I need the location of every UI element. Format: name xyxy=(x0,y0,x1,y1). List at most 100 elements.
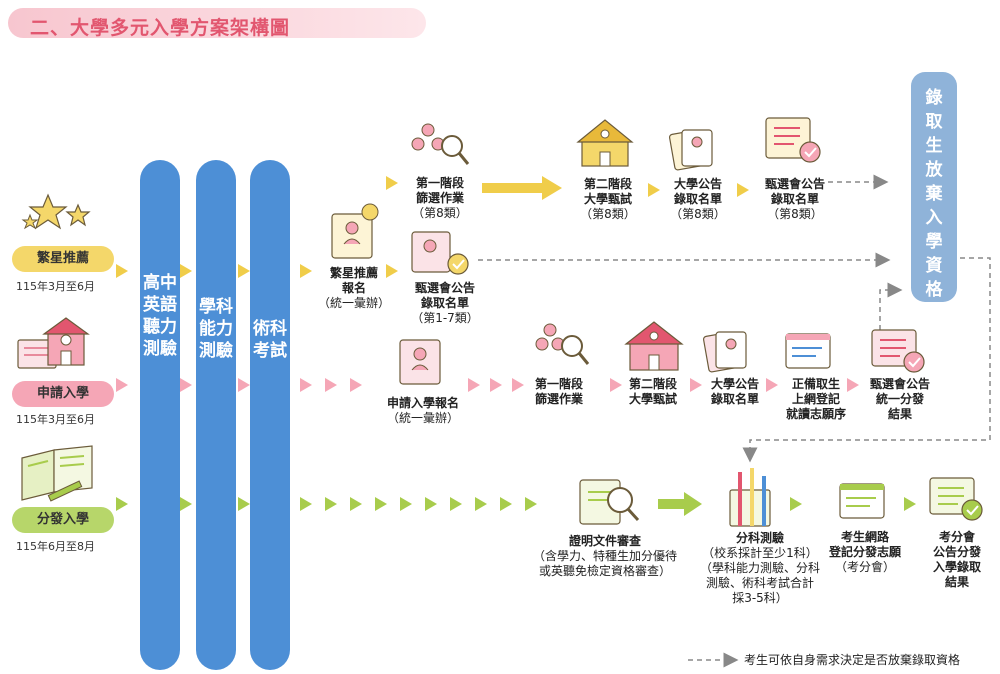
star-stage1-line2: 篩選作業 xyxy=(415,191,464,205)
school-icon-star xyxy=(576,119,634,167)
result-list-icon xyxy=(871,329,925,373)
dist-thick-arrow xyxy=(658,499,686,509)
cards-icon-star xyxy=(668,129,713,171)
dist-register-line1: 考生網路 xyxy=(840,530,889,544)
apply-register-line2: （統一彙辦） xyxy=(386,411,459,425)
exam-column-listening xyxy=(140,160,180,670)
star-council-17: 甄選會公告 錄取名單 （第1-7類） xyxy=(400,281,490,326)
school-icon-apply xyxy=(624,321,684,371)
star-stage2-line2: 大學甄試 xyxy=(583,192,632,206)
stars-icon xyxy=(21,193,91,230)
result-list-icon-dist xyxy=(929,477,983,521)
apply-result-line3: 結果 xyxy=(887,407,912,421)
star-thick-arrow xyxy=(482,183,544,193)
dist-result-line3: 入學錄取 xyxy=(932,560,981,574)
cards-icon-apply xyxy=(702,331,747,373)
apply-univ-line1: 大學公告 xyxy=(710,377,759,391)
dist-result-line1: 考分會 xyxy=(938,530,975,544)
dist-exam: 分科測驗 （校系採計至少1科） （學科能力測驗、分科 測驗、術科考試合計 採3-… xyxy=(690,531,830,606)
star-stage2-line3: （第8類） xyxy=(580,207,636,221)
dashed-links xyxy=(478,174,991,668)
dist-review-line3: 或英聽免檢定資格審查） xyxy=(538,564,671,578)
star-stage2: 第二階段 大學甄試 （第8類） xyxy=(568,177,648,222)
council-check-icon xyxy=(411,231,469,275)
pencils-icon xyxy=(729,468,771,527)
apply-stage2-line1: 第二階段 xyxy=(628,377,677,391)
apply-result-line2: 統一分發 xyxy=(875,392,924,406)
star-stage2-line1: 第二階段 xyxy=(583,177,632,191)
star-univ-line3: （第8類） xyxy=(670,207,726,221)
result-box: 錄取生放棄入學資格 xyxy=(911,72,957,302)
star-council8-line3: （第8類） xyxy=(767,207,823,221)
channel-apply-date: 115年3月至6月 xyxy=(16,413,95,426)
dist-exam-line4: 測驗、術科考試合計 xyxy=(705,576,814,590)
title-bar xyxy=(8,8,426,38)
apply-univ-list: 大學公告 錄取名單 xyxy=(700,377,770,407)
dist-review-line1: 證明文件審查 xyxy=(568,534,641,548)
star-council-8: 甄選會公告 錄取名單 （第8類） xyxy=(750,177,840,222)
star-univ-line1: 大學公告 xyxy=(673,177,722,191)
dist-exam-line5: 採3-5科） xyxy=(732,591,788,605)
apply-register-icon xyxy=(399,339,441,385)
dist-register: 考生網路 登記分發志願 （考分會） xyxy=(820,530,910,575)
dist-exam-line3: （學科能力測驗、分科 xyxy=(699,561,820,575)
star-council17-line3: （第1-7類） xyxy=(411,311,479,325)
channel-dist-date: 115年6月至8月 xyxy=(16,540,95,553)
dist-result-line4: 結果 xyxy=(944,575,969,589)
apply-stage2: 第二階段 大學甄試 xyxy=(618,377,688,407)
star-register-line2: 報名 xyxy=(341,281,366,295)
list-check-icon-star xyxy=(765,117,821,163)
dist-exam-line1: 分科測驗 xyxy=(735,531,784,545)
exam-column-arts xyxy=(250,160,290,670)
star-register: 繁星推薦 報名 （統一彙辦） xyxy=(314,266,394,311)
star-register-line3: （統一彙辦） xyxy=(317,296,390,310)
exam-column-listening-label: 高中英語聽力測驗 xyxy=(143,273,177,359)
exam-column-arts-label: 術科考試 xyxy=(253,319,287,361)
star-univ-list: 大學公告 錄取名單 （第8類） xyxy=(658,177,738,222)
star-stage1-line1: 第一階段 xyxy=(415,176,464,190)
apply-register-line1: 申請入學報名 xyxy=(386,396,459,410)
star-stage1: 第一階段 篩選作業 （第8類） xyxy=(400,176,480,221)
result-box-label: 錄取生放棄入學資格 xyxy=(925,88,943,300)
search-people-icon xyxy=(411,123,470,165)
channel-star-date: 115年3月至6月 xyxy=(16,280,95,293)
legend-text: 考生可依自身需求決定是否放棄錄取資格 xyxy=(744,653,961,667)
channel-apply-pill: 申請入學 xyxy=(12,381,114,407)
exam-column-gsat-label: 學科能力測驗 xyxy=(199,297,233,361)
online-form-icon xyxy=(785,333,831,369)
dist-review: 證明文件審查 （含學力、特種生加分優待 或英聽免檢定資格審查） xyxy=(520,534,690,579)
star-stage1-line3: （第8類） xyxy=(412,206,468,220)
apply-row-arrows xyxy=(116,378,859,392)
dist-register-line2: 登記分發志願 xyxy=(828,545,901,559)
channel-star-pill: 繁星推薦 xyxy=(12,246,114,272)
apply-stage1-line2: 篩選作業 xyxy=(534,392,583,406)
dist-register-line3: （考分會） xyxy=(834,560,895,574)
dist-result: 考分會 公告分發 入學錄取 結果 xyxy=(922,530,992,590)
star-council17-line1: 甄選會公告 xyxy=(414,281,475,295)
apply-online: 正備取生 上網登記 就讀志願序 xyxy=(776,377,856,422)
apply-result-line1: 甄選會公告 xyxy=(869,377,930,391)
apply-online-line3: 就讀志願序 xyxy=(785,407,846,421)
star-council8-line1: 甄選會公告 xyxy=(764,177,825,191)
apply-online-line2: 上網登記 xyxy=(791,392,840,406)
exam-column-gsat xyxy=(196,160,236,670)
doc-review-icon xyxy=(579,479,640,525)
star-council8-line2: 錄取名單 xyxy=(770,192,819,206)
star-register-icon xyxy=(331,203,379,259)
dist-exam-line2: （校系採計至少1科） xyxy=(702,546,818,560)
page-title: 二、大學多元入學方案架構圖 xyxy=(30,17,291,39)
apply-stage1: 第一階段 篩選作業 xyxy=(524,377,594,407)
channel-dist-pill: 分發入學 xyxy=(12,507,114,533)
apply-result: 甄選會公告 統一分發 結果 xyxy=(860,377,940,422)
book-icon xyxy=(21,445,93,502)
apply-stage1-line1: 第一階段 xyxy=(534,377,583,391)
apply-register: 申請入學報名 （統一彙辦） xyxy=(378,396,468,426)
school-icon-left xyxy=(17,317,90,369)
star-univ-line2: 錄取名單 xyxy=(673,192,722,206)
dist-row-arrows xyxy=(116,497,916,511)
dist-result-line2: 公告分發 xyxy=(932,545,981,559)
star-register-line1: 繁星推薦 xyxy=(329,266,378,280)
apply-online-line1: 正備取生 xyxy=(791,377,840,391)
apply-univ-line2: 錄取名單 xyxy=(710,392,759,406)
